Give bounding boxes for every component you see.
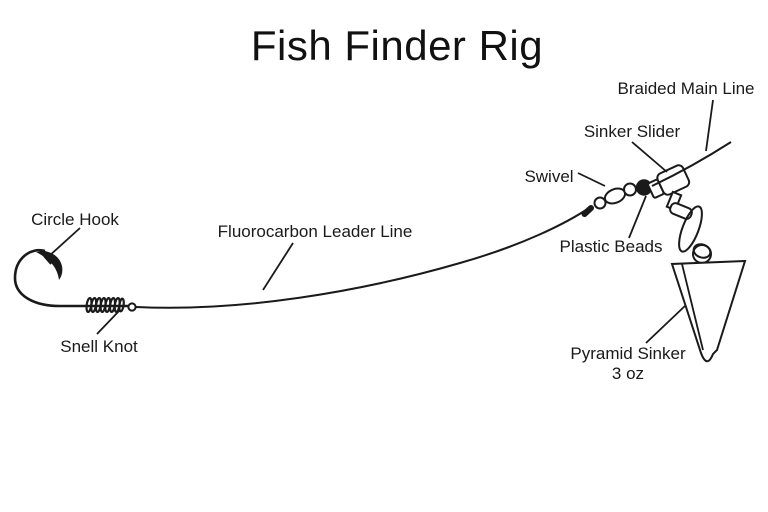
pyramid-sinker-pointer bbox=[645, 304, 687, 344]
swivel-pointer bbox=[577, 172, 606, 187]
label-swivel: Swivel bbox=[524, 167, 574, 186]
circle-hook-pointer bbox=[47, 227, 81, 258]
leader-knot bbox=[581, 205, 594, 217]
label-pyramid-sinker: Pyramid Sinker bbox=[570, 344, 686, 363]
hook-barb bbox=[43, 255, 52, 265]
pyramid-facet-line bbox=[681, 263, 704, 351]
label-snell-knot: Snell Knot bbox=[60, 337, 138, 356]
swivel-ring-left bbox=[593, 196, 607, 210]
pyramid-sinker-shape bbox=[670, 259, 747, 363]
label-circle-hook: Circle Hook bbox=[31, 210, 119, 229]
braided-main-line-shape bbox=[651, 141, 732, 187]
pointer-lines bbox=[47, 99, 714, 344]
snap-loop-ring bbox=[692, 243, 712, 259]
swivel-ring-right bbox=[623, 182, 637, 197]
plastic-beads-pointer bbox=[628, 195, 647, 239]
label-plastic-beads: Plastic Beads bbox=[559, 237, 663, 256]
label-pyramid-sinker-weight: 3 oz bbox=[611, 364, 645, 383]
label-fluorocarbon-leader-line: Fluorocarbon Leader Line bbox=[217, 222, 413, 241]
sinker-slider-shape bbox=[647, 164, 691, 199]
snell-knot-pointer bbox=[96, 310, 120, 335]
hook-point bbox=[36, 251, 63, 280]
label-sinker-slider: Sinker Slider bbox=[583, 122, 681, 141]
snell-knot-coils bbox=[85, 296, 125, 314]
snap-band bbox=[669, 202, 693, 220]
diagram-title: Fish Finder Rig bbox=[250, 22, 544, 69]
hook-eye bbox=[127, 302, 137, 312]
fluoro-pointer bbox=[262, 242, 294, 291]
snap-loop bbox=[678, 205, 703, 253]
sinker-slider-pointer bbox=[631, 141, 668, 173]
circle-hook-shape bbox=[13, 248, 131, 308]
label-braided-main-line: Braided Main Line bbox=[617, 79, 755, 98]
braided-main-line-pointer bbox=[705, 99, 714, 152]
leader-line bbox=[135, 205, 593, 309]
